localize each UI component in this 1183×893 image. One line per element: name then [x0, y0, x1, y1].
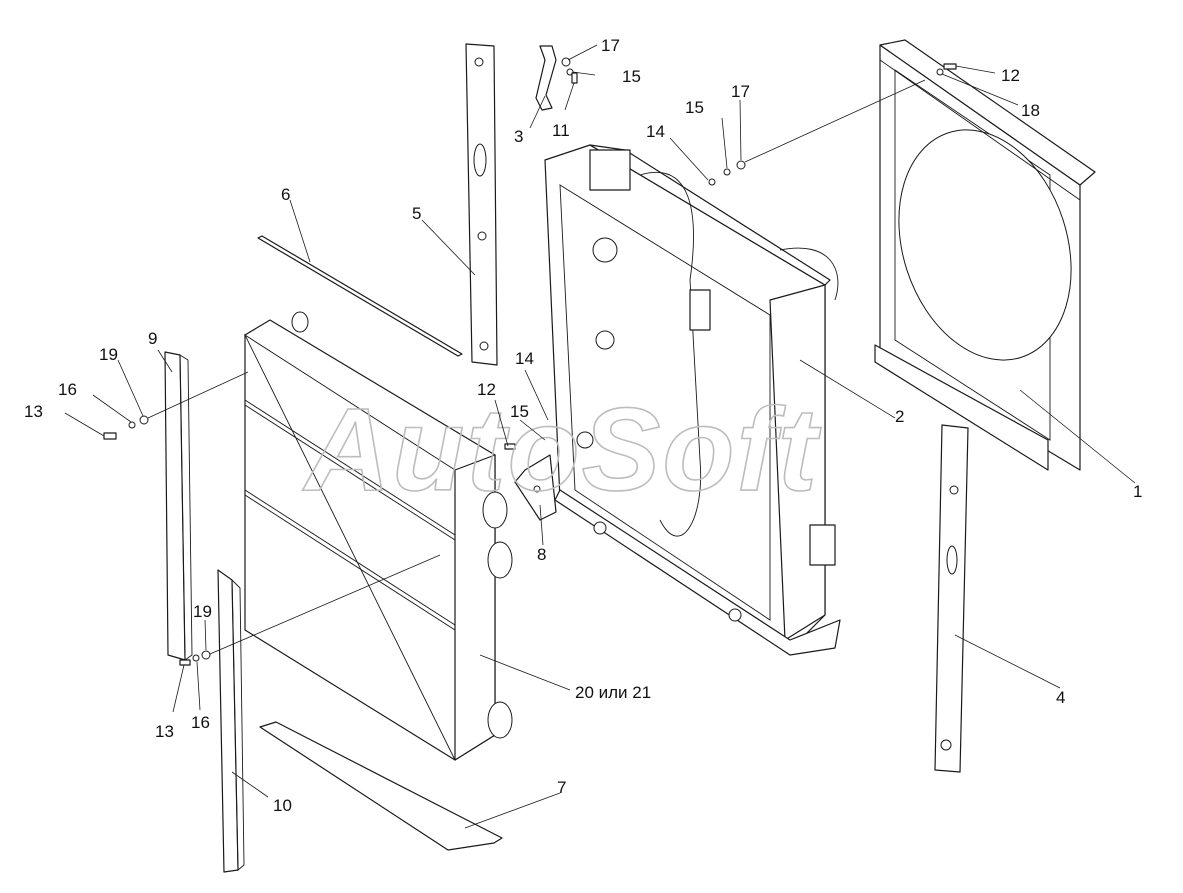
callout-19-upper: 19: [99, 345, 118, 364]
bolt-13-lower: [179, 659, 191, 666]
callout-7: 7: [557, 778, 566, 797]
washer-15-center: [723, 168, 731, 176]
callout-13-lower: 13: [155, 722, 174, 741]
callout-16-upper: 16: [58, 380, 77, 399]
washer-17-center: [736, 160, 746, 170]
callout-19-lower: 19: [193, 602, 212, 621]
callout-3: 3: [514, 127, 523, 146]
washer-16-upper: [128, 421, 136, 429]
callout-18: 18: [1021, 101, 1040, 120]
callout-17-handle: 17: [601, 36, 620, 55]
callout-14-bracket: 14: [515, 349, 534, 368]
callout-17-top: 17: [731, 82, 750, 101]
callout-12-top: 12: [1001, 66, 1020, 85]
part-4-side-strip-right: [934, 424, 969, 773]
callout-12-bracket: 12: [477, 380, 496, 399]
part-3-handle: [535, 45, 557, 111]
callout-2: 2: [895, 407, 904, 426]
callout-5: 5: [412, 204, 421, 223]
watermark-text: AutoSoft: [302, 384, 822, 516]
fasteners: [103, 57, 957, 666]
callout-9: 9: [148, 329, 157, 348]
part-2-radiator-frame: [544, 144, 841, 656]
callout-15-top: 15: [685, 98, 704, 117]
part-10-long-bracket: [217, 569, 245, 873]
part-8-bracket: [514, 454, 557, 521]
part-9-angle-bracket: [164, 351, 193, 661]
callout-8: 8: [537, 545, 546, 564]
washer-16-lower: [192, 654, 200, 662]
bolt-11: [571, 72, 578, 84]
callout-16-lower: 16: [191, 713, 210, 732]
callout-14-top: 14: [646, 122, 665, 141]
callout-6: 6: [281, 185, 290, 204]
washer-19-upper: [139, 415, 149, 425]
leader-lines: [64, 44, 1136, 829]
callout-15-bracket: 15: [510, 402, 529, 421]
callout-13-upper: 13: [24, 402, 43, 421]
assembly-axis-lines: [147, 79, 926, 655]
callout-20-or-21: 20 или 21: [575, 683, 651, 702]
callout-10: 10: [273, 796, 292, 815]
bolt-12-bracket: [504, 443, 516, 450]
part-20-21-radiator-core: [243, 311, 513, 761]
bolt-13-upper: [103, 432, 117, 440]
callout-1: 1: [1133, 482, 1142, 501]
part-5-vertical-strip: [465, 43, 498, 366]
part-7-bottom-plate: [259, 721, 503, 851]
washer-19-lower: [201, 650, 211, 660]
part-1-fan-shroud: [874, 39, 1096, 471]
bolt-12-top: [943, 63, 957, 70]
callout-4: 4: [1056, 688, 1065, 707]
callout-11: 11: [552, 121, 570, 140]
washer-14-center: [708, 178, 716, 186]
washer-18: [936, 68, 944, 76]
callout-labels: 1 2 3 4 5 6 7 8 9 10 11 12 12 13 13 14 1…: [24, 36, 1142, 815]
callout-15-handle: 15: [622, 67, 641, 86]
part-6-seal-strip: [257, 235, 463, 357]
